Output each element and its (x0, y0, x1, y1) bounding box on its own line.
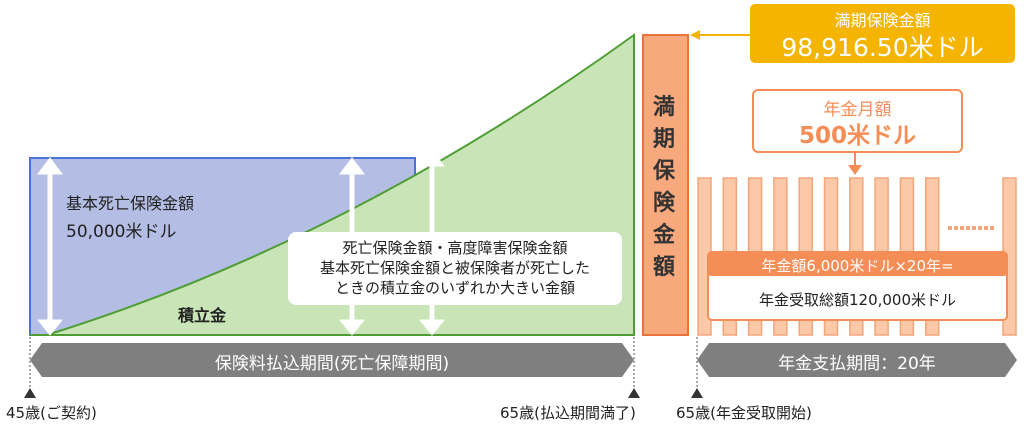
pension-start-label: 65歳(年金受取開始) (676, 404, 812, 422)
monthly-title: 年金月額 (823, 100, 892, 120)
maturity-bar-label: 満期保険金額 (653, 95, 676, 280)
note-line: ときの積立金のいずれか大きい金額 (334, 279, 575, 297)
start-age-label: 45歳(ご契約) (6, 404, 97, 422)
maturity-bar (642, 34, 689, 336)
arrow-down-icon (848, 165, 862, 175)
pension-total: 年金受取総額120,000米ドル (758, 291, 957, 309)
maturity-box-title: 満期保険金額 (834, 11, 931, 30)
reserve-label: 積立金 (178, 306, 227, 325)
note-line: 基本死亡保険金額と被保険者が死亡した (319, 259, 590, 277)
premium-period-bar (30, 343, 634, 377)
note-box (288, 232, 622, 305)
base-death-label: 基本死亡保険金額 (66, 194, 195, 213)
premium-period-label: 保険料払込期間(死亡保障期間) (214, 354, 450, 374)
monthly-box (752, 89, 963, 153)
reserve-curve (30, 33, 635, 336)
note-line: 死亡保険金額・高度障害保険金額 (342, 239, 568, 257)
pension-period-label: 年金支払期間：20年 (778, 354, 936, 374)
maturity-box (750, 4, 1015, 63)
base-death-value: 50,000米ドル (66, 222, 177, 242)
end-age-label: 65歳(払込期間満了) (500, 404, 636, 422)
arrow-left-icon (690, 30, 700, 40)
note-text: 死亡保険金額・高度障害保険金額 基本死亡保険金額と被保険者が死亡した ときの積立… (288, 238, 622, 298)
maturity-box-value: 98,916.50米ドル (781, 33, 984, 62)
pension-formula: 年金額6,000米ドル×20年= (761, 257, 954, 275)
monthly-value: 500米ドル (798, 123, 916, 149)
pension-period-bar (697, 343, 1017, 377)
marker-icons (24, 388, 703, 398)
